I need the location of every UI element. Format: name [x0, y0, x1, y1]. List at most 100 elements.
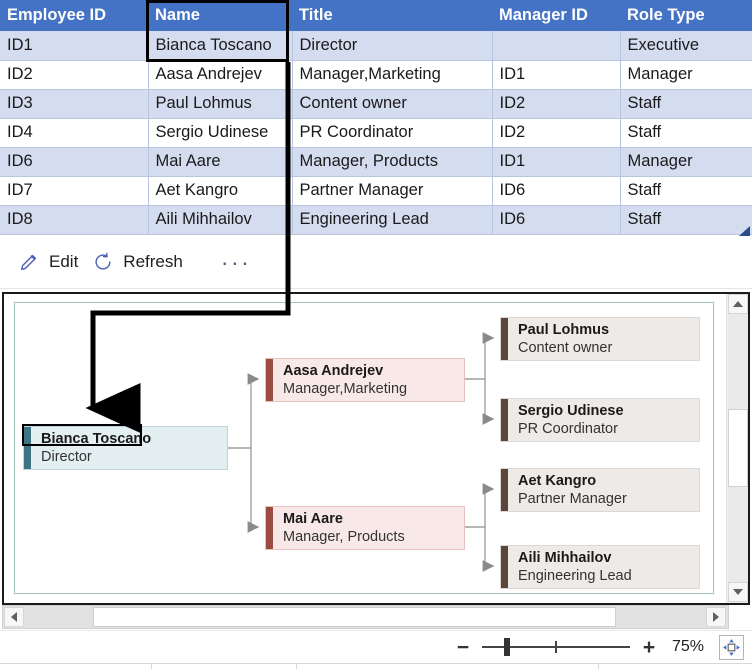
table-row[interactable]: ID7 Aet Kangro Partner Manager ID6 Staff [0, 176, 752, 206]
cell-role-type[interactable]: Staff [620, 89, 752, 119]
node-name: Bianca Toscano [41, 431, 152, 448]
column-header-title[interactable]: Title [292, 0, 492, 31]
cell-manager-id[interactable]: ID1 [492, 60, 621, 90]
vscroll-thumb[interactable] [728, 409, 748, 487]
org-node-aili-mihhailov[interactable]: Aili Mihhailov Engineering Lead [500, 545, 700, 589]
table-row[interactable]: ID4 Sergio Udinese PR Coordinator ID2 St… [0, 118, 752, 148]
zoom-out-button[interactable]: − [456, 635, 470, 659]
org-chart-panel: Bianca Toscano Director Aasa Andrejev Ma… [2, 292, 750, 605]
cell-manager-id[interactable]: ID1 [492, 147, 621, 177]
table-resize-handle[interactable] [739, 226, 750, 236]
cell-name[interactable]: Mai Aare [148, 147, 293, 177]
diagram-vertical-scrollbar[interactable] [726, 294, 748, 603]
scroll-left-button[interactable] [4, 607, 24, 627]
cell-title[interactable]: Manager,Marketing [292, 60, 493, 90]
cell-title[interactable]: Partner Manager [292, 176, 493, 206]
node-name: Aasa Andrejev [283, 363, 384, 380]
cell-employee-id[interactable]: ID4 [0, 118, 149, 148]
org-node-paul-lohmus[interactable]: Paul Lohmus Content owner [500, 317, 700, 361]
cell-employee-id[interactable]: ID8 [0, 205, 149, 235]
cell-name[interactable]: Bianca Toscano [148, 31, 293, 61]
cell-role-type[interactable]: Staff [620, 205, 752, 235]
cell-employee-id[interactable]: ID1 [0, 31, 149, 61]
node-accent-bar [266, 359, 273, 401]
cell-employee-id[interactable]: ID2 [0, 60, 149, 90]
overflow-menu-button[interactable]: ··· [220, 248, 252, 275]
cell-name[interactable]: Paul Lohmus [148, 89, 293, 119]
column-header-manager-id[interactable]: Manager ID [492, 0, 620, 31]
chevron-left-icon [11, 612, 17, 622]
edit-button[interactable]: Edit [16, 246, 90, 278]
table-row[interactable]: ID1 Bianca Toscano Director Executive [0, 31, 752, 61]
node-body: Aili Mihhailov Engineering Lead [508, 546, 699, 588]
cell-role-type[interactable]: Executive [620, 31, 752, 61]
zoom-in-button[interactable]: + [642, 635, 656, 659]
node-body: Aet Kangro Partner Manager [508, 469, 699, 511]
org-node-aasa-andrejev[interactable]: Aasa Andrejev Manager,Marketing [265, 358, 465, 402]
cell-title[interactable]: PR Coordinator [292, 118, 493, 148]
cell-role-type[interactable]: Staff [620, 118, 752, 148]
cell-employee-id[interactable]: ID6 [0, 147, 149, 177]
node-title: PR Coordinator [518, 421, 618, 437]
hscroll-thumb[interactable] [93, 607, 616, 627]
cell-role-type[interactable]: Manager [620, 60, 752, 90]
node-accent-bar [501, 399, 508, 441]
table-row[interactable]: ID3 Paul Lohmus Content owner ID2 Staff [0, 89, 752, 119]
cell-employee-id[interactable]: ID7 [0, 176, 149, 206]
chevron-down-icon [733, 589, 743, 595]
org-node-mai-aare[interactable]: Mai Aare Manager, Products [265, 506, 465, 550]
column-header-employee-id[interactable]: Employee ID [0, 0, 148, 31]
cell-name[interactable]: Aasa Andrejev [148, 60, 293, 90]
node-title: Manager,Marketing [283, 381, 408, 397]
fit-to-view-button[interactable] [719, 634, 744, 660]
window-bottom-edge [0, 663, 752, 669]
command-bar: Edit Refresh ··· [0, 236, 752, 289]
zoom-slider-midpoint-tick [555, 641, 557, 653]
node-body: Sergio Udinese PR Coordinator [508, 399, 699, 441]
org-node-aet-kangro[interactable]: Aet Kangro Partner Manager [500, 468, 700, 512]
grid-header: Employee ID Name Title Manager ID Role T… [0, 0, 752, 31]
node-body: Bianca Toscano Director [31, 427, 227, 469]
table-row[interactable]: ID2 Aasa Andrejev Manager,Marketing ID1 … [0, 60, 752, 90]
cell-manager-id[interactable]: ID6 [492, 176, 621, 206]
org-node-bianca-toscano[interactable]: Bianca Toscano Director [23, 426, 228, 470]
cell-role-type[interactable]: Staff [620, 176, 752, 206]
cell-manager-id[interactable] [492, 31, 621, 61]
header-row: Employee ID Name Title Manager ID Role T… [0, 0, 752, 31]
refresh-icon [92, 251, 114, 273]
refresh-button[interactable]: Refresh [90, 246, 195, 278]
cell-title[interactable]: Director [292, 31, 493, 61]
cell-name[interactable]: Aili Mihhailov [148, 205, 293, 235]
cell-manager-id[interactable]: ID2 [492, 89, 621, 119]
bottom-edge-tick [598, 664, 599, 669]
cell-employee-id[interactable]: ID3 [0, 89, 149, 119]
cell-title[interactable]: Engineering Lead [292, 205, 493, 235]
cell-manager-id[interactable]: ID2 [492, 118, 621, 148]
zoom-slider[interactable] [482, 636, 630, 658]
cell-name[interactable]: Sergio Udinese [148, 118, 293, 148]
node-name: Sergio Udinese [518, 403, 624, 420]
scroll-down-button[interactable] [728, 582, 748, 602]
cell-role-type[interactable]: Manager [620, 147, 752, 177]
zoom-level-label: 75% [671, 638, 705, 655]
table-row[interactable]: ID8 Aili Mihhailov Engineering Lead ID6 … [0, 205, 752, 235]
scroll-up-button[interactable] [728, 294, 748, 314]
node-accent-bar [501, 469, 508, 511]
org-chart-canvas[interactable]: Bianca Toscano Director Aasa Andrejev Ma… [14, 302, 714, 594]
node-accent-bar [266, 507, 273, 549]
employee-data-table: Employee ID Name Title Manager ID Role T… [0, 0, 752, 236]
scroll-right-button[interactable] [706, 607, 726, 627]
cell-manager-id[interactable]: ID6 [492, 205, 621, 235]
org-node-sergio-udinese[interactable]: Sergio Udinese PR Coordinator [500, 398, 700, 442]
column-header-name[interactable]: Name [148, 0, 292, 31]
cell-title[interactable]: Manager, Products [292, 147, 493, 177]
column-header-role-type[interactable]: Role Type [620, 0, 752, 31]
zoom-slider-knob[interactable] [504, 638, 510, 656]
table-row[interactable]: ID6 Mai Aare Manager, Products ID1 Manag… [0, 147, 752, 177]
diagram-horizontal-scrollbar[interactable] [2, 605, 729, 629]
cell-name[interactable]: Aet Kangro [148, 176, 293, 206]
cell-title[interactable]: Content owner [292, 89, 493, 119]
edit-label: Edit [49, 252, 79, 271]
node-accent-bar [501, 546, 508, 588]
node-title: Engineering Lead [518, 568, 632, 584]
